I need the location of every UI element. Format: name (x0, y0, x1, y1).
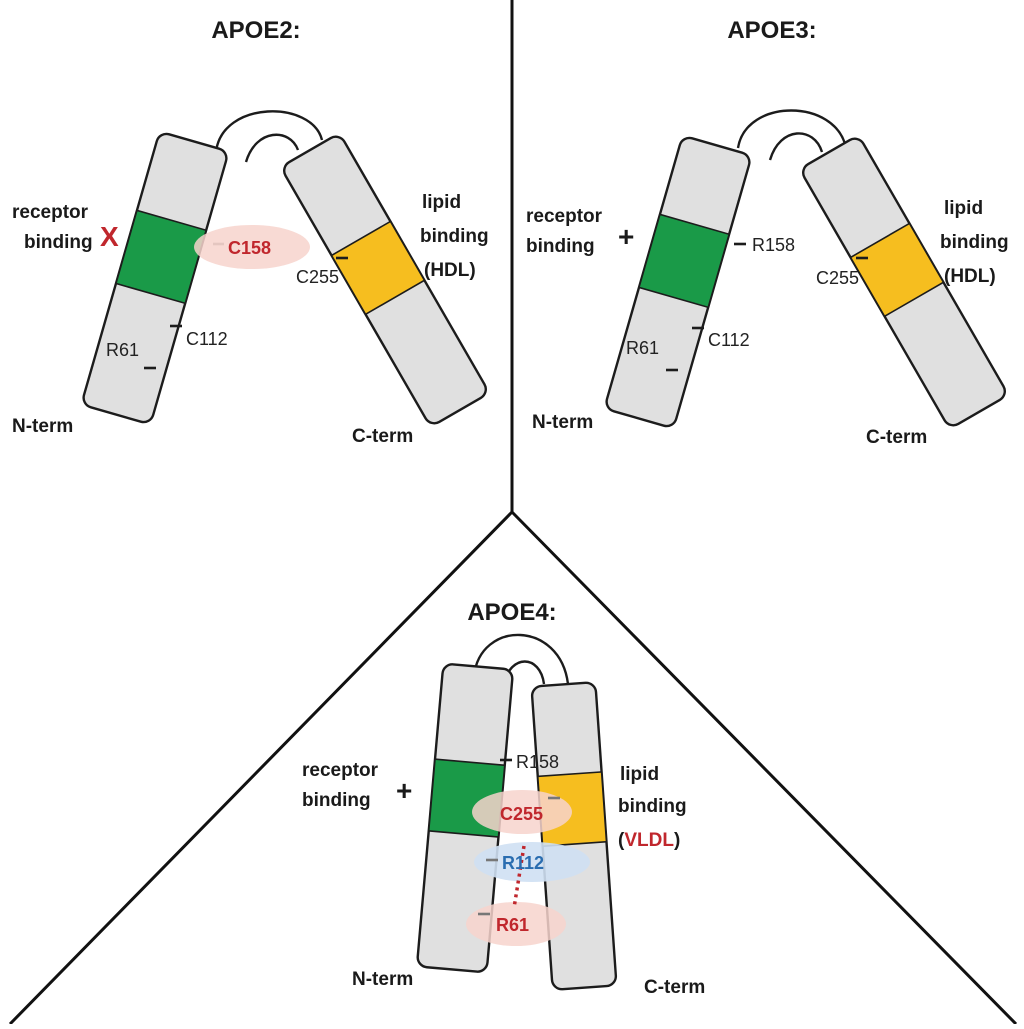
panel-title: APOE3: (727, 17, 816, 44)
receptor-binding-label-line1: receptor (12, 202, 89, 223)
site-r61: R61 (496, 915, 529, 935)
lipid-binding-label-line3: (VLDL) (618, 830, 680, 851)
hinge-loop-outer (214, 110, 324, 153)
lipid-binding-label-line1: lipid (620, 764, 659, 785)
divider-right-diagonal (510, 510, 1018, 1026)
lipid-binding-label-line1: lipid (944, 198, 983, 219)
n-terminal-helix (82, 132, 228, 424)
receptor-binding-plus-mark: + (396, 775, 412, 806)
site-c255: C255 (296, 267, 339, 287)
panel-apoe3: APOE3: R158 C112 R61 C255 receptor bindi… (526, 17, 1009, 448)
site-r61: R61 (106, 340, 139, 360)
c-term-label: C-term (644, 977, 705, 998)
c158-highlight (194, 225, 310, 269)
site-r158: R158 (516, 752, 559, 772)
receptor-binding-plus-mark: + (618, 221, 634, 252)
receptor-binding-label-line2: binding (302, 790, 371, 811)
site-c255: C255 (816, 268, 859, 288)
r112-highlight (474, 842, 590, 882)
vldl-paren-close: ) (674, 830, 680, 851)
site-r158: R158 (752, 235, 795, 255)
divider-left-diagonal (8, 510, 514, 1026)
hinge-loop-inner (768, 132, 824, 161)
c255-highlight (472, 790, 572, 834)
receptor-binding-label-line1: receptor (302, 760, 379, 781)
site-c158: C158 (228, 238, 271, 258)
receptor-binding-region (114, 209, 208, 305)
receptor-binding-label-line1: receptor (526, 206, 603, 227)
c-terminal-helix (530, 681, 618, 991)
receptor-binding-region (637, 213, 731, 309)
r61-highlight (466, 902, 566, 946)
hinge-loop-inner (244, 133, 300, 163)
n-terminal-helix (605, 136, 751, 428)
lipid-binding-region (849, 222, 945, 318)
lipid-binding-label-line3: (HDL) (424, 260, 476, 281)
site-c255: C255 (500, 804, 543, 824)
lipid-binding-label-line2: binding (618, 796, 687, 817)
site-c112: C112 (186, 329, 228, 349)
receptor-binding-loss-mark: X (100, 221, 119, 252)
n-term-label: N-term (12, 416, 73, 437)
c-term-label: C-term (352, 426, 413, 447)
lipid-binding-label-line2: binding (420, 226, 489, 247)
lipid-binding-label-line2: binding (940, 232, 1009, 253)
vldl-paren-open: ( (618, 830, 625, 851)
panel-dividers (8, 0, 1018, 1026)
n-term-label: N-term (532, 412, 593, 433)
panel-apoe2: APOE2: C158 C112 R61 C255 receptor bindi… (12, 17, 489, 447)
lipid-binding-region (330, 220, 426, 316)
panel-title: APOE2: (211, 17, 300, 44)
c-term-label: C-term (866, 427, 927, 448)
c-terminal-helix (802, 137, 1006, 427)
panel-apoe4: APOE4: R158 C255 R112 R61 receptor bindi… (302, 599, 705, 998)
lipid-binding-label-line3: (HDL) (944, 266, 996, 287)
site-c112: C112 (708, 330, 750, 350)
n-term-label: N-term (352, 969, 413, 990)
receptor-binding-label-line2: binding (526, 236, 595, 257)
receptor-binding-label-line2: binding (24, 232, 93, 253)
n-terminal-helix (416, 663, 514, 973)
site-r112: R112 (502, 853, 544, 873)
c-terminal-helix (283, 135, 487, 425)
panel-title: APOE4: (467, 599, 556, 626)
hinge-loop-outer (472, 633, 570, 685)
hinge-loop-outer (736, 109, 848, 149)
vldl-label: VLDL (624, 830, 674, 851)
lipid-binding-label-line1: lipid (422, 192, 461, 213)
site-r61: R61 (626, 338, 659, 358)
